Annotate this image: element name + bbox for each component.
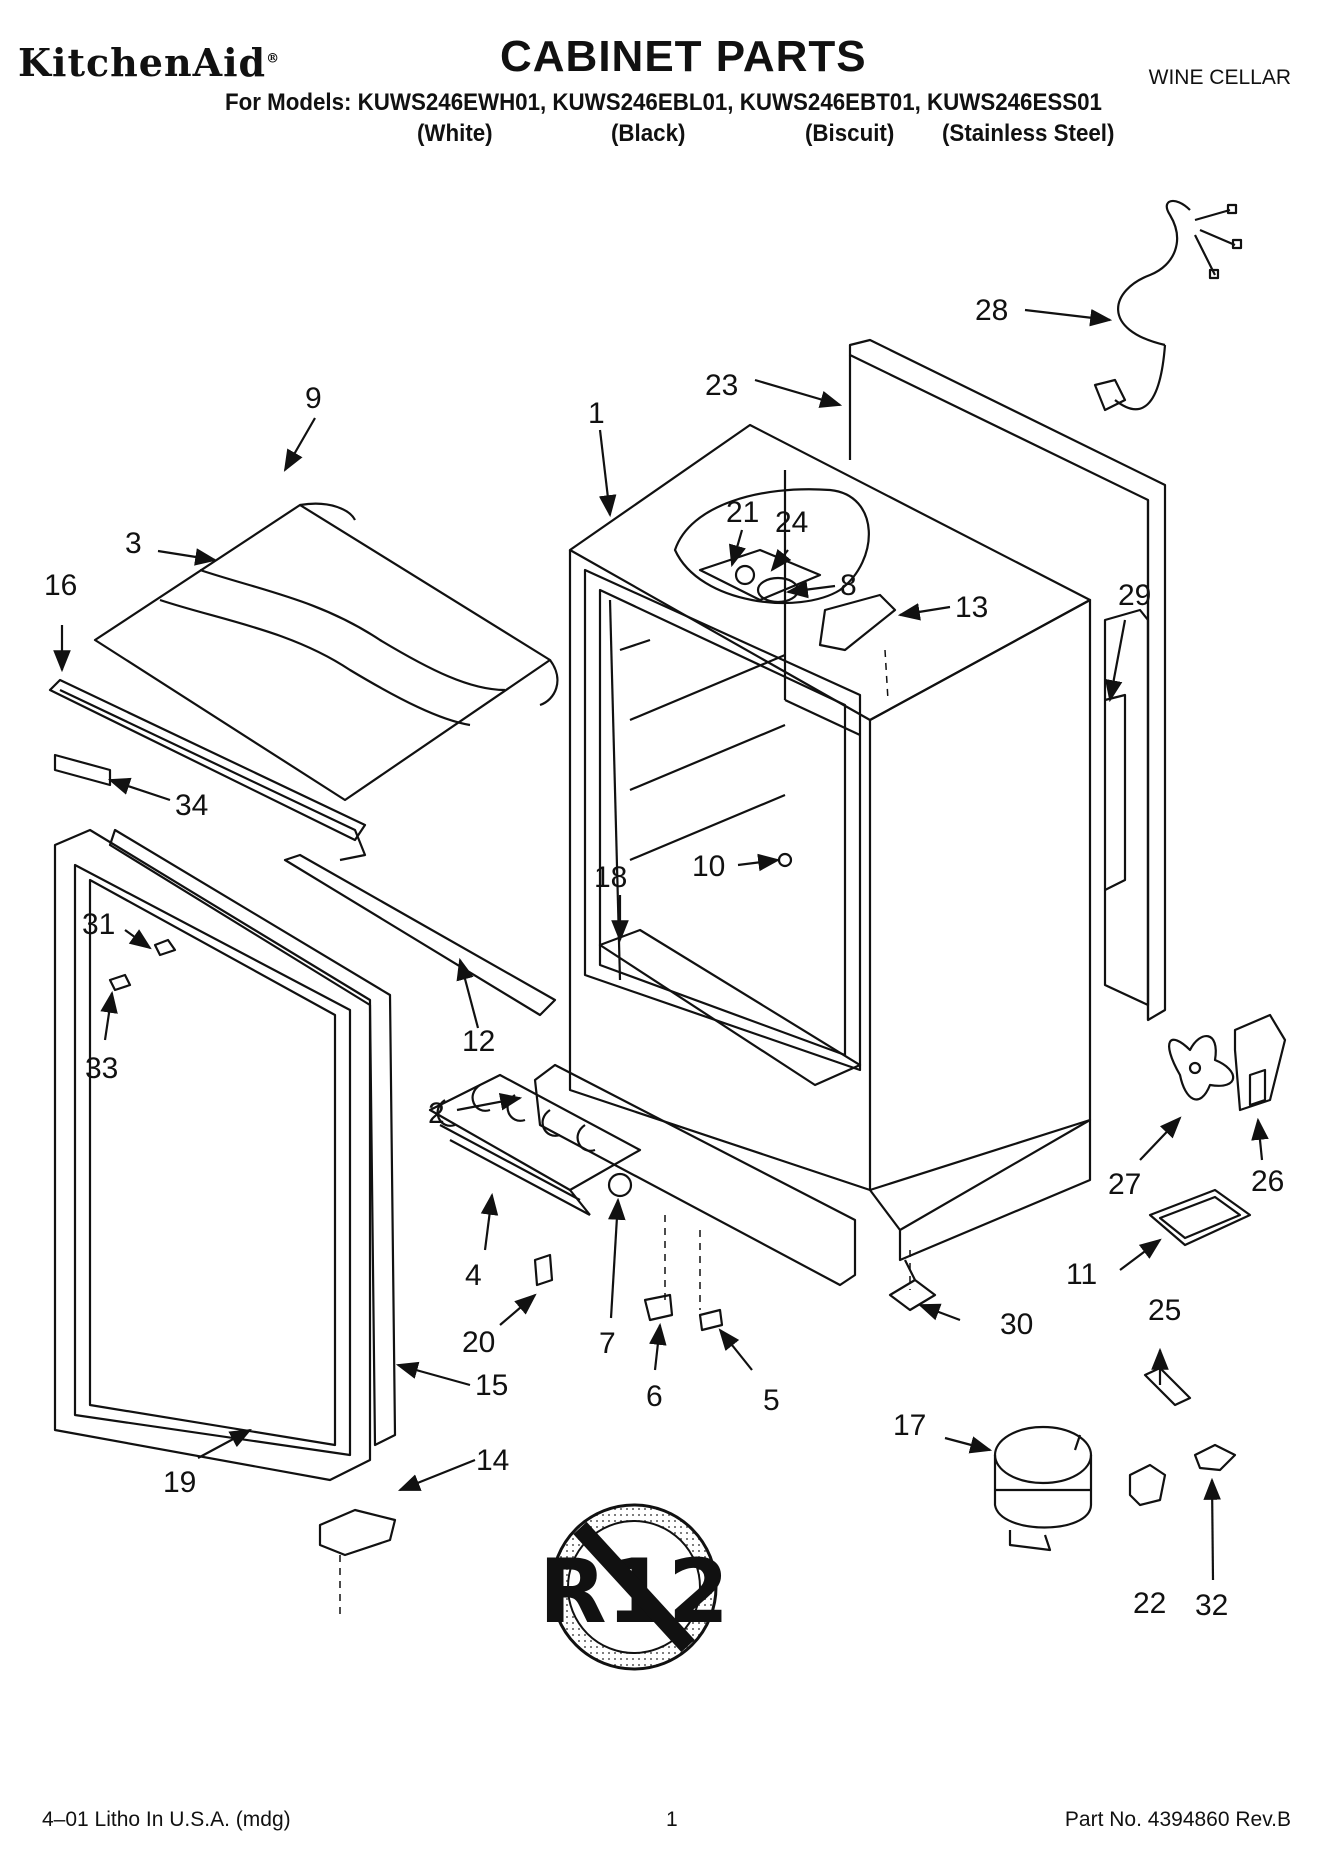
switch	[533, 1253, 554, 1287]
relay	[1128, 1463, 1167, 1507]
variant-black: (Black)	[611, 120, 686, 147]
compressor	[993, 1425, 1093, 1552]
product-type: WINE CELLAR	[1148, 66, 1291, 89]
callout-22-b: 24	[775, 506, 808, 539]
drain-pan	[1148, 1188, 1252, 1247]
callout-31: 31	[82, 908, 115, 941]
callout-labels: 1 2 3 4 5 6 7 8 9 10 11 12 13 14 15 16 1…	[44, 294, 1284, 1622]
callout-9: 9	[305, 382, 322, 415]
overload-protector	[1193, 1443, 1237, 1472]
door-key	[108, 973, 132, 992]
callout-6: 6	[646, 1380, 663, 1413]
label-plate	[53, 753, 112, 787]
brand-name: KitchenAid	[18, 40, 267, 85]
callout-34: 34	[175, 789, 208, 822]
evaporator-coil	[428, 1073, 642, 1216]
assembly-lines	[339, 649, 911, 1620]
leader-lines	[53, 308, 1269, 1581]
registered-mark: ®	[266, 51, 281, 67]
leveling-leg	[888, 1259, 937, 1312]
door-lock	[153, 938, 177, 957]
callout-17: 17	[893, 1409, 926, 1442]
callout-26: 26	[1251, 1165, 1284, 1198]
door-frame	[53, 828, 372, 1482]
callout-23: 23	[705, 369, 738, 402]
door-gasket	[108, 828, 397, 1447]
callout-1: 1	[588, 397, 605, 430]
variant-white: (White)	[417, 120, 493, 147]
callout-4: 4	[465, 1259, 482, 1292]
thermostat-clip	[643, 1293, 674, 1322]
callout-14: 14	[476, 1444, 509, 1477]
variant-biscuit: (Biscuit)	[805, 120, 895, 147]
callout-8: 8	[840, 569, 857, 602]
power-cord	[1093, 199, 1243, 412]
callout-27: 27	[1108, 1168, 1141, 1201]
callout-16: 16	[44, 569, 77, 602]
light-bulb	[777, 852, 793, 868]
back-panel	[848, 338, 1167, 1022]
cabinet-body	[568, 423, 1092, 1262]
fan-blade	[1168, 1034, 1235, 1101]
callout-12: 12	[462, 1025, 495, 1058]
callout-11: 11	[1066, 1258, 1097, 1291]
fan-motor	[1233, 1013, 1287, 1112]
callout-20: 20	[462, 1326, 495, 1359]
litho-note: 4–01 Litho In U.S.A. (mdg)	[42, 1808, 291, 1831]
grille-lip	[59, 689, 367, 862]
callout-29: 29	[1118, 579, 1151, 612]
callout-15: 15	[475, 1369, 508, 1402]
model-list: For Models: KUWS246EWH01, KUWS246EBL01, …	[225, 89, 1102, 116]
callout-18: 18	[594, 861, 627, 894]
callout-22: 22	[1133, 1587, 1166, 1620]
callout-2: 2	[428, 1097, 445, 1130]
page-number: 1	[666, 1808, 678, 1831]
callout-21: 21	[726, 496, 759, 529]
callout-25: 25	[1148, 1294, 1181, 1327]
callout-3: 3	[125, 527, 142, 560]
knob	[607, 1172, 633, 1198]
door-rail	[283, 853, 557, 1017]
callout-7: 7	[599, 1327, 616, 1360]
top-hinge	[818, 593, 897, 652]
callout-32: 32	[1195, 1589, 1228, 1622]
callout-28: 28	[975, 294, 1008, 327]
page-title: CABINET PARTS	[500, 32, 867, 81]
callout-30: 30	[1000, 1308, 1033, 1341]
grille-strip	[48, 678, 367, 842]
no-r12-badge: R12	[539, 1503, 729, 1671]
glass-shelf	[598, 928, 862, 1087]
callout-33: 33	[85, 1052, 118, 1085]
kick-plate	[533, 1063, 857, 1287]
brand-logo: KitchenAid®	[18, 40, 280, 85]
callout-10: 10	[692, 850, 725, 883]
callout-13: 13	[955, 591, 988, 624]
part-number: Part No. 4394860 Rev.B	[1064, 1808, 1291, 1831]
top-cover	[93, 502, 559, 802]
light-socket	[698, 1308, 724, 1332]
bottom-hinge	[318, 1508, 397, 1557]
callout-5: 5	[763, 1384, 780, 1417]
filter-drier	[1143, 1366, 1192, 1407]
callout-19: 19	[163, 1466, 196, 1499]
variant-stainless: (Stainless Steel)	[942, 120, 1115, 147]
